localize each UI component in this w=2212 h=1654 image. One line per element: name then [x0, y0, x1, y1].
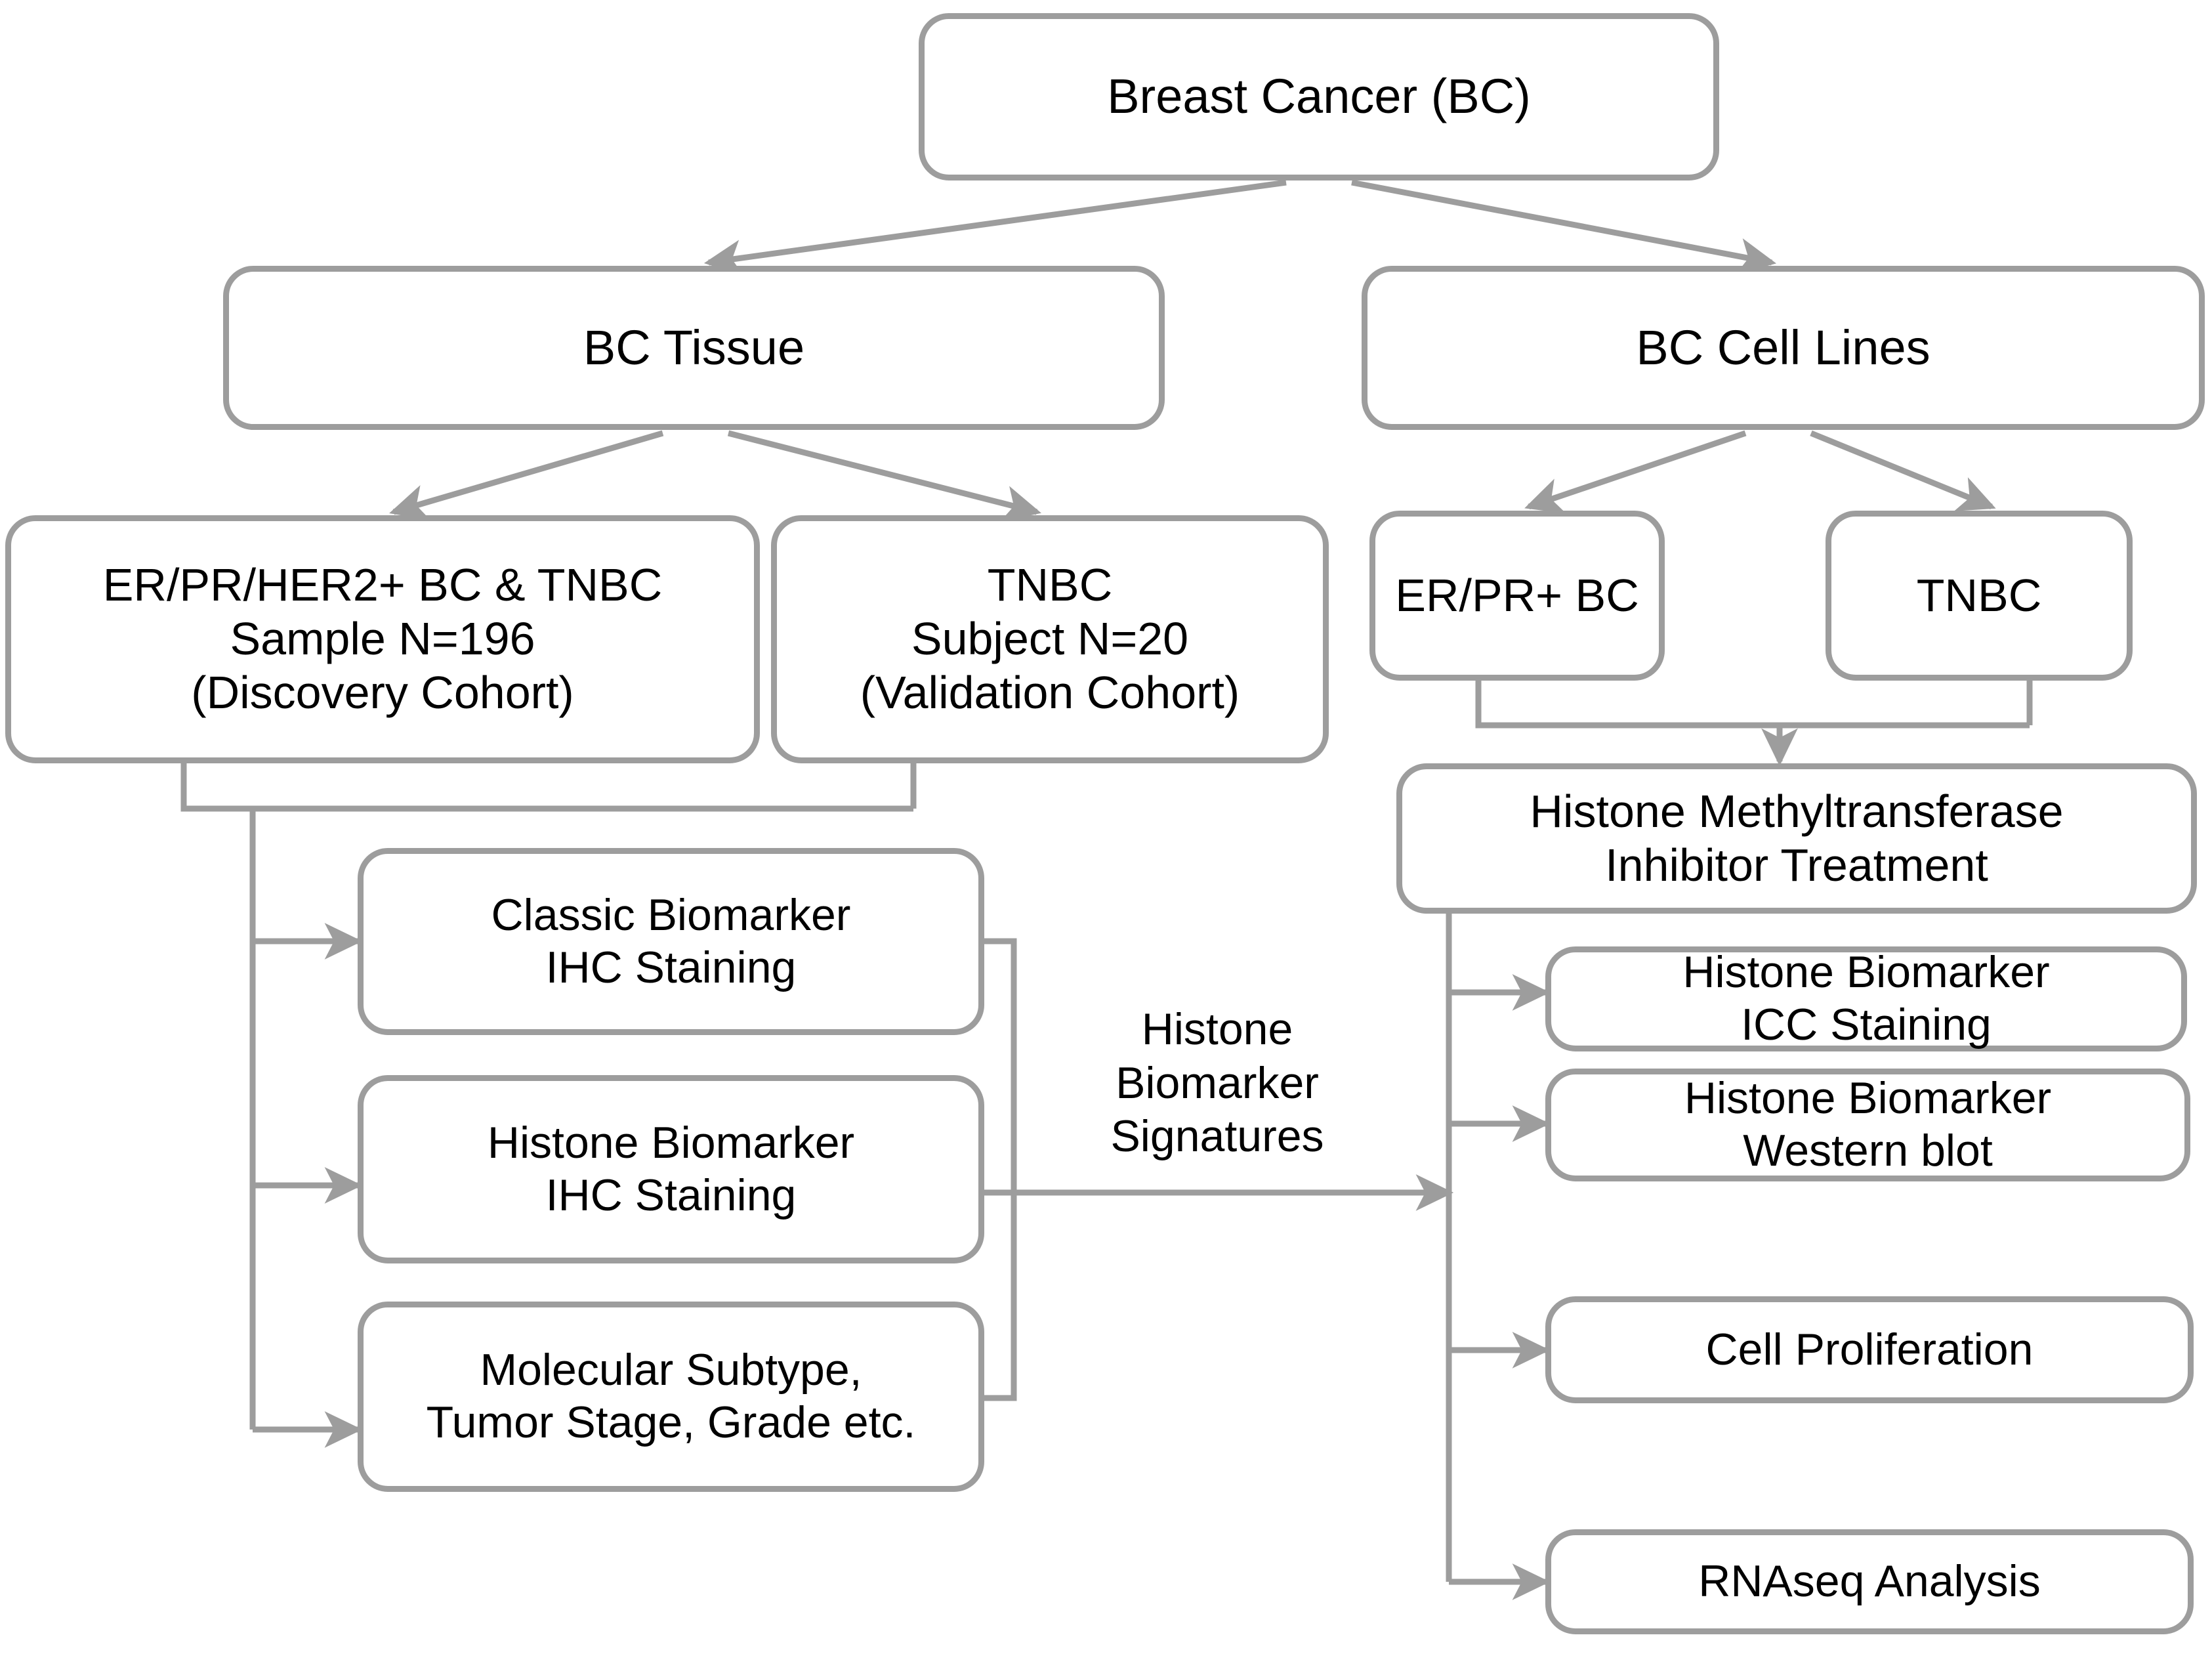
node-validation-cohort-label: TNBC Subject N=20 (Validation Cohort) [860, 559, 1240, 718]
node-breast-cancer-label: Breast Cancer (BC) [1107, 69, 1531, 124]
node-cell-proliferation[interactable]: Cell Proliferation [1545, 1296, 2194, 1403]
node-rnaseq-analysis[interactable]: RNAseq Analysis [1545, 1529, 2194, 1634]
node-cellline-tnbc[interactable]: TNBC [1826, 511, 2133, 681]
node-histone-biomarker-ihc[interactable]: Histone Biomarker IHC Staining [358, 1075, 984, 1263]
node-classic-biomarker-ihc[interactable]: Classic Biomarker IHC Staining [358, 848, 984, 1035]
node-bc-cell-lines-label: BC Cell Lines [1636, 320, 1930, 375]
node-bc-tissue[interactable]: BC Tissue [223, 266, 1165, 430]
node-histone-biomarker-western-blot-label: Histone Biomarker Western blot [1684, 1073, 2052, 1176]
node-classic-biomarker-ihc-label: Classic Biomarker IHC Staining [491, 889, 851, 992]
node-cellline-erpr-label: ER/PR+ BC [1395, 569, 1639, 621]
node-histone-biomarker-western-blot[interactable]: Histone Biomarker Western blot [1545, 1069, 2190, 1181]
node-discovery-cohort-label: ER/PR/HER2+ BC & TNBC Sample N=196 (Disc… [102, 559, 663, 718]
node-cell-proliferation-label: Cell Proliferation [1705, 1324, 2034, 1374]
node-cellline-tnbc-label: TNBC [1916, 569, 2042, 621]
node-molecular-subtype-label: Molecular Subtype, Tumor Stage, Grade et… [426, 1345, 916, 1447]
node-histone-biomarker-icc-label: Histone Biomarker ICC Staining [1682, 947, 2050, 1050]
node-bc-cell-lines[interactable]: BC Cell Lines [1362, 266, 2205, 430]
node-hmt-inhibitor-treatment-label: Histone Methyltransferase Inhibitor Trea… [1530, 785, 2064, 891]
node-cellline-erpr[interactable]: ER/PR+ BC [1369, 511, 1665, 681]
node-discovery-cohort[interactable]: ER/PR/HER2+ BC & TNBC Sample N=196 (Disc… [5, 515, 760, 763]
node-bc-tissue-label: BC Tissue [583, 320, 805, 375]
node-breast-cancer[interactable]: Breast Cancer (BC) [919, 13, 1719, 180]
node-histone-biomarker-ihc-label: Histone Biomarker IHC Staining [487, 1117, 855, 1220]
node-hmt-inhibitor-treatment[interactable]: Histone Methyltransferase Inhibitor Trea… [1396, 763, 2197, 914]
node-validation-cohort[interactable]: TNBC Subject N=20 (Validation Cohort) [771, 515, 1329, 763]
node-molecular-subtype[interactable]: Molecular Subtype, Tumor Stage, Grade et… [358, 1302, 984, 1492]
node-rnaseq-analysis-label: RNAseq Analysis [1698, 1556, 2041, 1607]
edge-label-histone-biomarker-signatures: Histone Biomarker Signatures [1110, 1004, 1324, 1162]
node-histone-biomarker-icc[interactable]: Histone Biomarker ICC Staining [1545, 946, 2187, 1051]
